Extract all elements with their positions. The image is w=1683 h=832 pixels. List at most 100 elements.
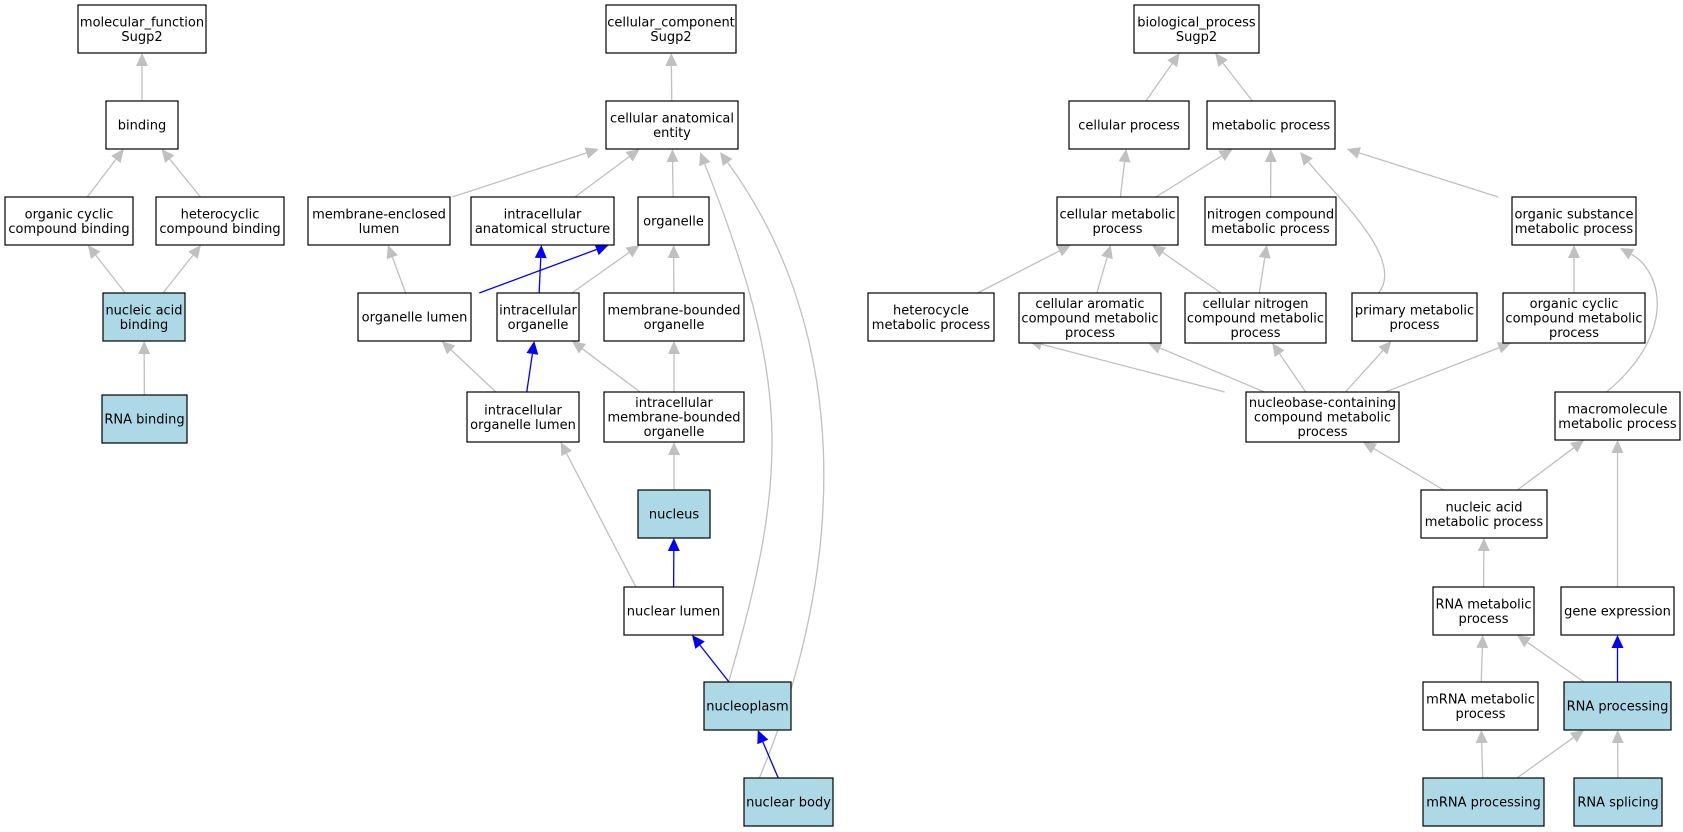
node-label-line: nucleic acid	[1445, 500, 1522, 515]
edge-arrowhead	[1620, 248, 1635, 260]
node-label-line: cellular aromatic	[1035, 297, 1144, 312]
node-label-line: heterocycle	[893, 303, 969, 318]
node-box	[1554, 391, 1681, 441]
go-term-node-nb[interactable]: nuclear body	[743, 777, 834, 827]
node-box	[77, 4, 207, 54]
edge-arrowhead	[594, 243, 609, 256]
node-label-line: process	[1093, 222, 1143, 237]
go-term-node-nucleus[interactable]: nucleus	[637, 489, 711, 539]
go-term-node-binding[interactable]: binding	[105, 100, 179, 150]
node-label-line: RNA metabolic	[1435, 597, 1531, 612]
go-term-node-mrnap[interactable]: mRNA processing	[1422, 777, 1545, 827]
go-term-node-orgl[interactable]: organelle lumen	[357, 292, 472, 342]
edge-mel-to-cae	[452, 147, 599, 198]
edge-nab-to-hcb	[162, 245, 201, 294]
edge-line	[86, 158, 117, 198]
go-term-node-ge[interactable]: gene expression	[1560, 586, 1675, 636]
edge-iol-to-io	[526, 341, 539, 393]
go-term-node-nl[interactable]: nuclear lumen	[623, 586, 724, 636]
node-label-line: intracellular	[635, 396, 713, 411]
edge-arrowhead	[1118, 149, 1131, 163]
edge-line	[1222, 62, 1253, 102]
edge-line	[1606, 253, 1658, 393]
node-box	[603, 292, 745, 342]
node-label-line: compound metabolic	[1254, 411, 1391, 426]
node-box	[1432, 586, 1535, 636]
node-box	[1420, 489, 1548, 539]
node-label-line: mRNA metabolic	[1426, 692, 1535, 707]
edge-arrowhead	[1378, 341, 1392, 355]
go-term-node-np[interactable]: nucleoplasm	[703, 681, 792, 731]
node-label-line: organic cyclic	[1530, 297, 1619, 312]
node-label-line: process	[1390, 318, 1440, 333]
node-label-line: process	[1065, 326, 1115, 341]
node-label-line: nuclear body	[746, 796, 831, 811]
edge-arrowhead	[386, 245, 399, 260]
go-term-node-rnap[interactable]: RNA processing	[1563, 681, 1672, 731]
node-label-line: organelle lumen	[470, 418, 576, 433]
node-label-line: cellular nitrogen	[1202, 297, 1308, 312]
edge-line	[704, 163, 773, 683]
go-term-node-rnas[interactable]: RNA splicing	[1573, 777, 1663, 827]
edge-line	[977, 250, 1060, 294]
node-label-line: gene expression	[1564, 605, 1671, 620]
go-term-node-mp[interactable]: metabolic process	[1206, 100, 1336, 150]
node-label-line: process	[1456, 707, 1506, 722]
edge-arrowhead	[1569, 730, 1584, 743]
node-box	[496, 292, 580, 342]
node-label-line: metabolic process	[1515, 222, 1634, 237]
edge-arrowhead	[667, 538, 680, 552]
node-label-line: organelle	[508, 318, 569, 333]
node-label-line: membrane-bounded	[607, 411, 740, 426]
edge-line	[1516, 737, 1574, 779]
node-label-line: nucleobase-containing	[1249, 396, 1396, 411]
node-label-line: binding	[118, 119, 166, 134]
edge-arrowhead	[668, 341, 680, 354]
edge-arrowhead	[1148, 342, 1163, 354]
edge-np-to-cae	[699, 152, 773, 683]
node-label-line: metabolic process	[1425, 515, 1544, 530]
edge-line	[452, 152, 587, 198]
go-term-node-rnab[interactable]: RNA binding	[101, 394, 188, 444]
node-box	[703, 681, 792, 731]
go-term-node-org[interactable]: organelle	[637, 196, 710, 246]
edge-mmp-to-osmp	[1606, 248, 1658, 393]
edge-arrowhead	[1362, 442, 1378, 454]
edge-mbo-to-org	[667, 245, 680, 294]
node-box	[867, 292, 995, 342]
edge-rnap-to-ge	[1611, 635, 1624, 682]
edge-line	[1358, 152, 1499, 198]
go-term-node-cp[interactable]: cellular process	[1068, 100, 1190, 150]
node-box	[605, 100, 739, 150]
edge-mrnap-to-rnap	[1516, 730, 1584, 779]
edge-io-to-org	[571, 245, 640, 294]
node-label-line: process	[1231, 326, 1281, 341]
